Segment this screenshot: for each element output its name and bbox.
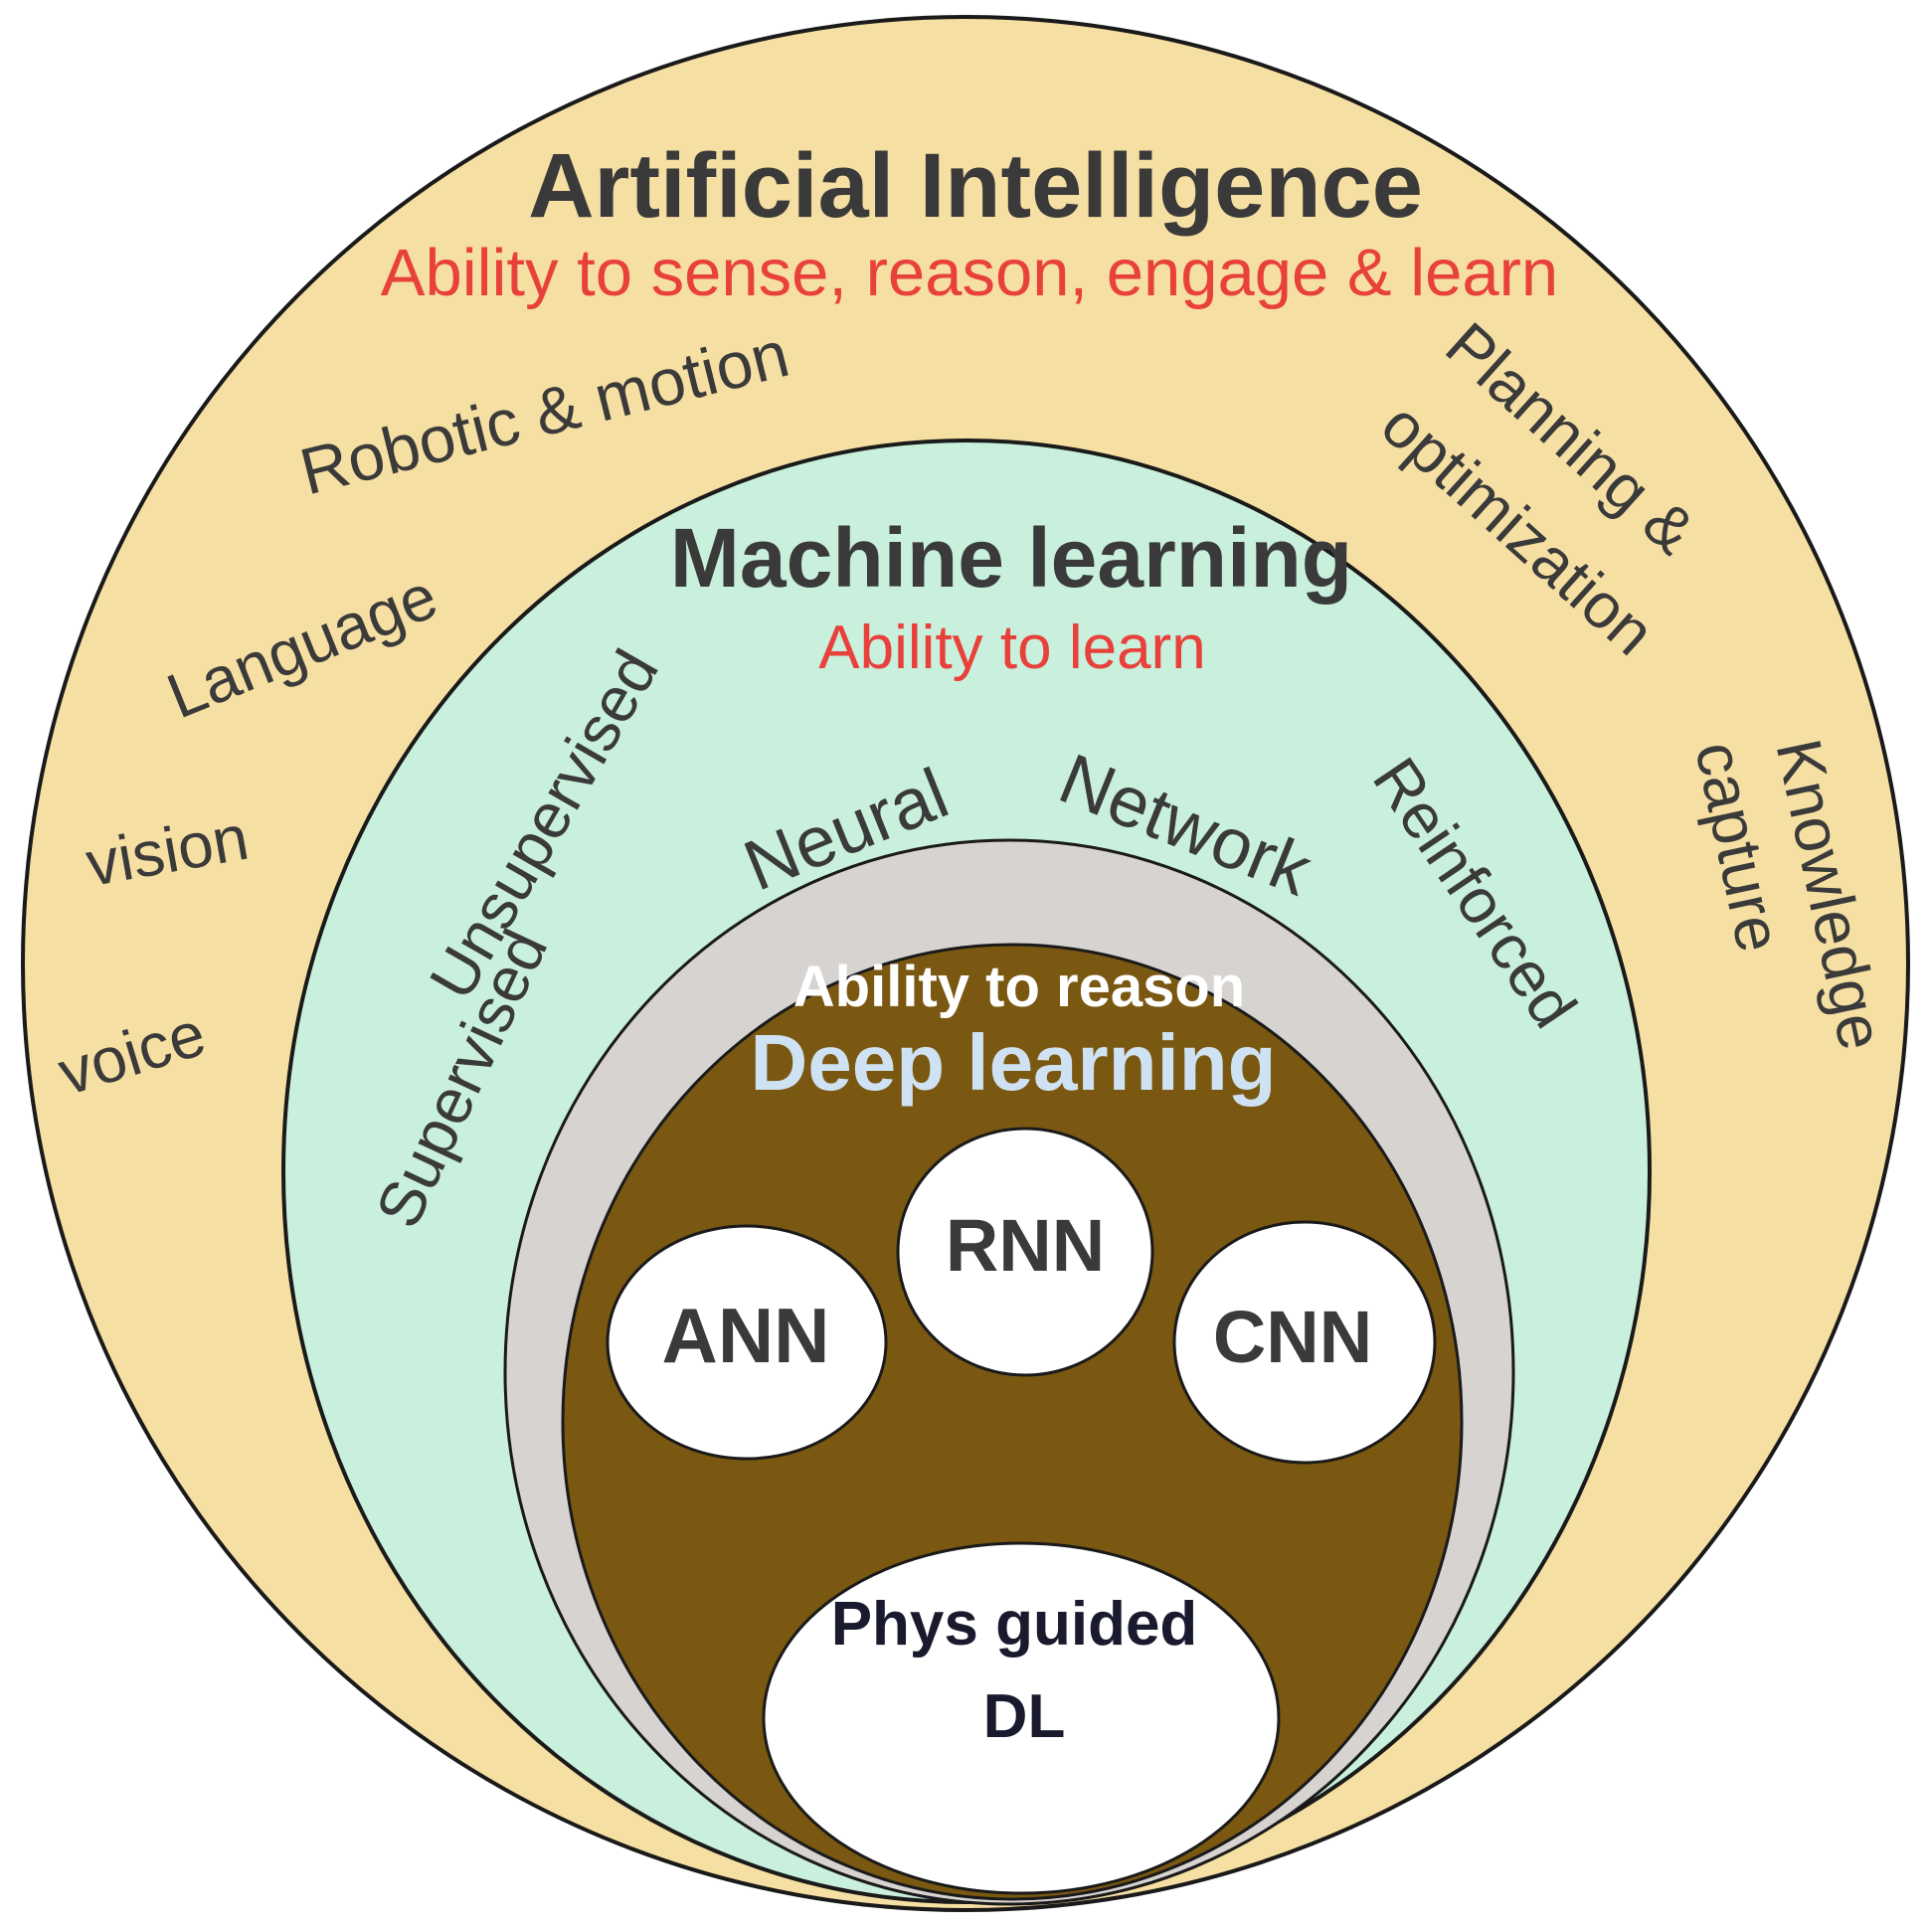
phys-guided-node (762, 1541, 1281, 1895)
rnn-node (896, 1127, 1154, 1377)
rnn-label: RNN (946, 1204, 1105, 1287)
cnn-node (1172, 1220, 1437, 1465)
ai-title: Artificial Intelligence (528, 135, 1423, 237)
ai-subtitle: Ability to sense, reason, engage & learn (381, 236, 1558, 310)
ml-title: Machine learning (670, 511, 1352, 605)
ann-node (606, 1224, 888, 1461)
cnn-label: CNN (1213, 1296, 1372, 1378)
phys-guided-label-line2: DL (983, 1682, 1066, 1751)
dl-subtitle: Ability to reason (793, 955, 1245, 1019)
phys-guided-label-line1: Phys guided (831, 1590, 1198, 1659)
ann-label: ANN (662, 1292, 830, 1379)
ml-subtitle: Ability to learn (818, 613, 1205, 682)
dl-title: Deep learning (750, 1018, 1276, 1107)
